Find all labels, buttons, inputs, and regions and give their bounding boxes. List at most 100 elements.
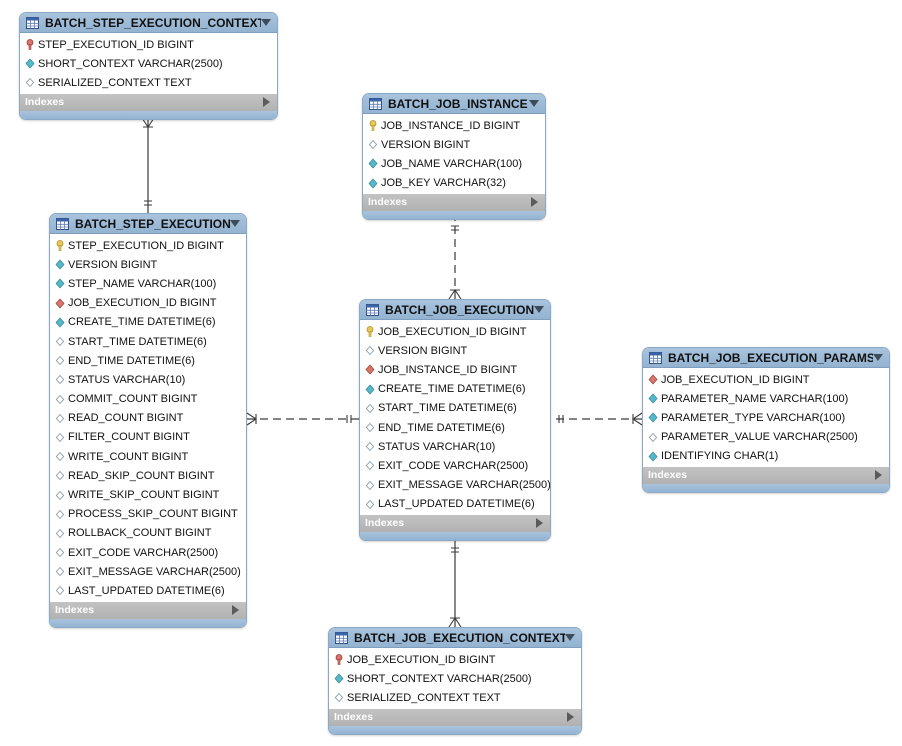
table-header[interactable]: BATCH_JOB_EXECUTION	[360, 300, 550, 320]
column-row[interactable]: VERSION BIGINT	[50, 255, 246, 274]
expand-triangle-icon[interactable]	[531, 197, 538, 208]
column-definition: STATUS VARCHAR(10)	[378, 440, 496, 453]
column-row[interactable]: SHORT_CONTEXT VARCHAR(2500)	[329, 669, 581, 688]
column-row[interactable]: JOB_KEY VARCHAR(32)	[363, 174, 545, 193]
column-row[interactable]: STEP_EXECUTION_ID BIGINT	[50, 236, 246, 255]
column-row[interactable]: EXIT_CODE VARCHAR(2500)	[360, 456, 550, 475]
key-fk-icon	[26, 39, 34, 50]
column-row[interactable]: VERSION BIGINT	[360, 341, 550, 360]
column-row[interactable]: FILTER_COUNT BIGINT	[50, 428, 246, 447]
column-row[interactable]: JOB_EXECUTION_ID BIGINT	[643, 370, 889, 389]
table-header[interactable]: BATCH_STEP_EXECUTION_CONTEXT	[20, 13, 277, 33]
column-row[interactable]: JOB_NAME VARCHAR(100)	[363, 154, 545, 173]
column-row[interactable]: JOB_EXECUTION_ID BIGINT	[329, 650, 581, 669]
table-batch-step-execution[interactable]: BATCH_STEP_EXECUTION STEP_EXECUTION_ID BI…	[49, 213, 247, 628]
column-row[interactable]: READ_SKIP_COUNT BIGINT	[50, 466, 246, 485]
table-batch-job-execution-context[interactable]: BATCH_JOB_EXECUTION_CONTEXT JOB_EXECUTION…	[328, 627, 582, 735]
indexes-section[interactable]: Indexes	[363, 193, 545, 211]
nullable-diamond-icon	[365, 499, 375, 509]
column-row[interactable]: JOB_INSTANCE_ID BIGINT	[363, 116, 545, 135]
indexes-section[interactable]: Indexes	[20, 93, 277, 111]
nullable-diamond-icon	[55, 490, 65, 500]
indexes-section[interactable]: Indexes	[360, 514, 550, 532]
column-row[interactable]: PROCESS_SKIP_COUNT BIGINT	[50, 505, 246, 524]
column-row[interactable]: EXIT_MESSAGE VARCHAR(2500)	[360, 476, 550, 495]
nullable-diamond-icon	[55, 509, 65, 519]
table-header[interactable]: BATCH_JOB_INSTANCE	[363, 94, 545, 114]
table-batch-job-execution[interactable]: BATCH_JOB_EXECUTION JOB_EXECUTION_ID BIGI…	[359, 299, 551, 541]
column-row[interactable]: PARAMETER_TYPE VARCHAR(100)	[643, 408, 889, 427]
column-definition: CREATE_TIME DATETIME(6)	[68, 316, 216, 329]
collapse-triangle-icon[interactable]	[565, 634, 575, 641]
table-batch-step-execution-context[interactable]: BATCH_STEP_EXECUTION_CONTEXT STEP_EXECUTI…	[19, 12, 278, 120]
nullable-diamond-icon	[55, 547, 65, 558]
column-row[interactable]: SERIALIZED_CONTEXT TEXT	[329, 688, 581, 707]
not-null-diamond-icon	[648, 393, 658, 404]
indexes-section[interactable]: Indexes	[50, 601, 246, 619]
column-row[interactable]: VERSION BIGINT	[363, 135, 545, 154]
column-row[interactable]: PARAMETER_VALUE VARCHAR(2500)	[643, 428, 889, 447]
column-row[interactable]: END_TIME DATETIME(6)	[360, 418, 550, 437]
column-definition: VERSION BIGINT	[378, 344, 468, 357]
column-row[interactable]: READ_COUNT BIGINT	[50, 409, 246, 428]
column-list: JOB_EXECUTION_ID BIGINT VERSION BIGINT JOB…	[360, 320, 550, 514]
column-row[interactable]: STATUS VARCHAR(10)	[360, 437, 550, 456]
indexes-section[interactable]: Indexes	[643, 466, 889, 484]
not-null-diamond-icon	[368, 158, 378, 169]
relationship-batch-step-execution-context-to-batch-step-execution	[141, 117, 155, 213]
column-row[interactable]: EXIT_MESSAGE VARCHAR(2500)	[50, 562, 246, 581]
table-batch-job-instance[interactable]: BATCH_JOB_INSTANCE JOB_INSTANCE_ID BIGINT…	[362, 93, 546, 220]
collapse-triangle-icon[interactable]	[230, 220, 240, 227]
crows-foot-many-marker	[448, 617, 462, 628]
expand-triangle-icon[interactable]	[232, 605, 239, 616]
column-row[interactable]: SERIALIZED_CONTEXT TEXT	[20, 73, 277, 92]
collapse-triangle-icon[interactable]	[529, 100, 539, 107]
column-row[interactable]: STATUS VARCHAR(10)	[50, 370, 246, 389]
column-row[interactable]: LAST_UPDATED DATETIME(6)	[360, 495, 550, 514]
column-row[interactable]: IDENTIFYING CHAR(1)	[643, 447, 889, 466]
table-header[interactable]: BATCH_STEP_EXECUTION	[50, 214, 246, 234]
column-row[interactable]: START_TIME DATETIME(6)	[360, 399, 550, 418]
column-row[interactable]: JOB_EXECUTION_ID BIGINT	[50, 294, 246, 313]
column-row[interactable]: WRITE_SKIP_COUNT BIGINT	[50, 485, 246, 504]
column-row[interactable]: ROLLBACK_COUNT BIGINT	[50, 524, 246, 543]
table-footer	[643, 483, 889, 492]
column-row[interactable]: COMMIT_COUNT BIGINT	[50, 390, 246, 409]
expand-triangle-icon[interactable]	[567, 712, 574, 723]
column-row[interactable]: STEP_NAME VARCHAR(100)	[50, 274, 246, 293]
column-row[interactable]: CREATE_TIME DATETIME(6)	[360, 380, 550, 399]
expand-triangle-icon[interactable]	[263, 97, 270, 108]
column-row[interactable]: START_TIME DATETIME(6)	[50, 332, 246, 351]
one-mandatory-marker	[558, 415, 564, 423]
column-row[interactable]: LAST_UPDATED DATETIME(6)	[50, 581, 246, 600]
column-row[interactable]: WRITE_COUNT BIGINT	[50, 447, 246, 466]
column-definition: IDENTIFYING CHAR(1)	[661, 450, 779, 463]
column-definition: EXIT_MESSAGE VARCHAR(2500)	[68, 565, 241, 578]
nullable-diamond-icon	[55, 586, 65, 596]
column-row[interactable]: END_TIME DATETIME(6)	[50, 351, 246, 370]
column-row[interactable]: SHORT_CONTEXT VARCHAR(2500)	[20, 54, 277, 73]
table-header[interactable]: BATCH_JOB_EXECUTION_CONTEXT	[329, 628, 581, 648]
expand-triangle-icon[interactable]	[875, 470, 882, 481]
column-row[interactable]: PARAMETER_NAME VARCHAR(100)	[643, 389, 889, 408]
nullable-diamond-icon	[25, 78, 35, 88]
column-definition: JOB_EXECUTION_ID BIGINT	[68, 297, 217, 310]
table-footer	[329, 725, 581, 734]
collapse-triangle-icon[interactable]	[534, 306, 544, 313]
collapse-triangle-icon[interactable]	[873, 354, 883, 361]
table-header[interactable]: BATCH_JOB_EXECUTION_PARAMS	[643, 348, 889, 368]
column-row[interactable]: STEP_EXECUTION_ID BIGINT	[20, 35, 277, 54]
indexes-section[interactable]: Indexes	[329, 708, 581, 726]
expand-triangle-icon[interactable]	[536, 518, 543, 529]
column-row[interactable]: CREATE_TIME DATETIME(6)	[50, 313, 246, 332]
column-row[interactable]: EXIT_CODE VARCHAR(2500)	[50, 543, 246, 562]
collapse-triangle-icon[interactable]	[261, 19, 271, 26]
table-title: BATCH_JOB_EXECUTION	[385, 302, 534, 317]
crows-foot-many-marker	[448, 289, 462, 300]
column-row[interactable]: JOB_EXECUTION_ID BIGINT	[360, 322, 550, 341]
column-row[interactable]: JOB_INSTANCE_ID BIGINT	[360, 360, 550, 379]
column-definition: START_TIME DATETIME(6)	[68, 335, 207, 348]
not-null-diamond-icon	[334, 673, 344, 684]
